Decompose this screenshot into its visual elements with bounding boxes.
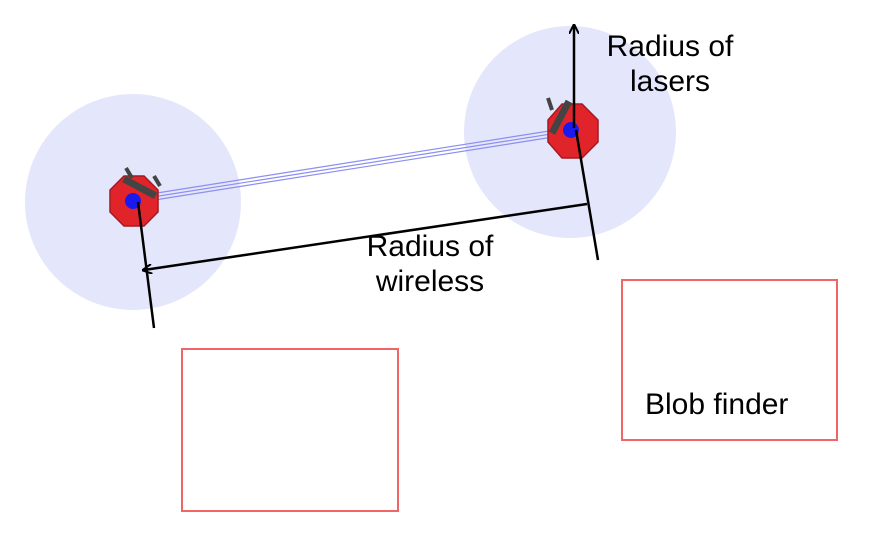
wireless-link <box>137 127 573 203</box>
radius-of-lasers-label: Radius of lasers <box>590 30 750 99</box>
radius-of-wireless-line1: Radius of <box>366 230 494 263</box>
blob-finder-box-right <box>621 279 838 441</box>
radius-of-lasers-line1: Radius of <box>606 30 734 63</box>
blob-finder-box-left <box>181 348 399 512</box>
radius-of-lasers-line2: lasers <box>629 64 711 98</box>
robot-right-icon <box>546 97 599 159</box>
wireless-radius-arrow <box>144 202 588 270</box>
radius-of-wireless-label: Radius of wireless <box>340 230 520 299</box>
blob-finder-label: Blob finder <box>645 388 789 421</box>
radius-of-wireless-line2: wireless <box>375 264 485 298</box>
robot-left-icon <box>109 166 162 227</box>
right-extension-line <box>574 129 600 261</box>
